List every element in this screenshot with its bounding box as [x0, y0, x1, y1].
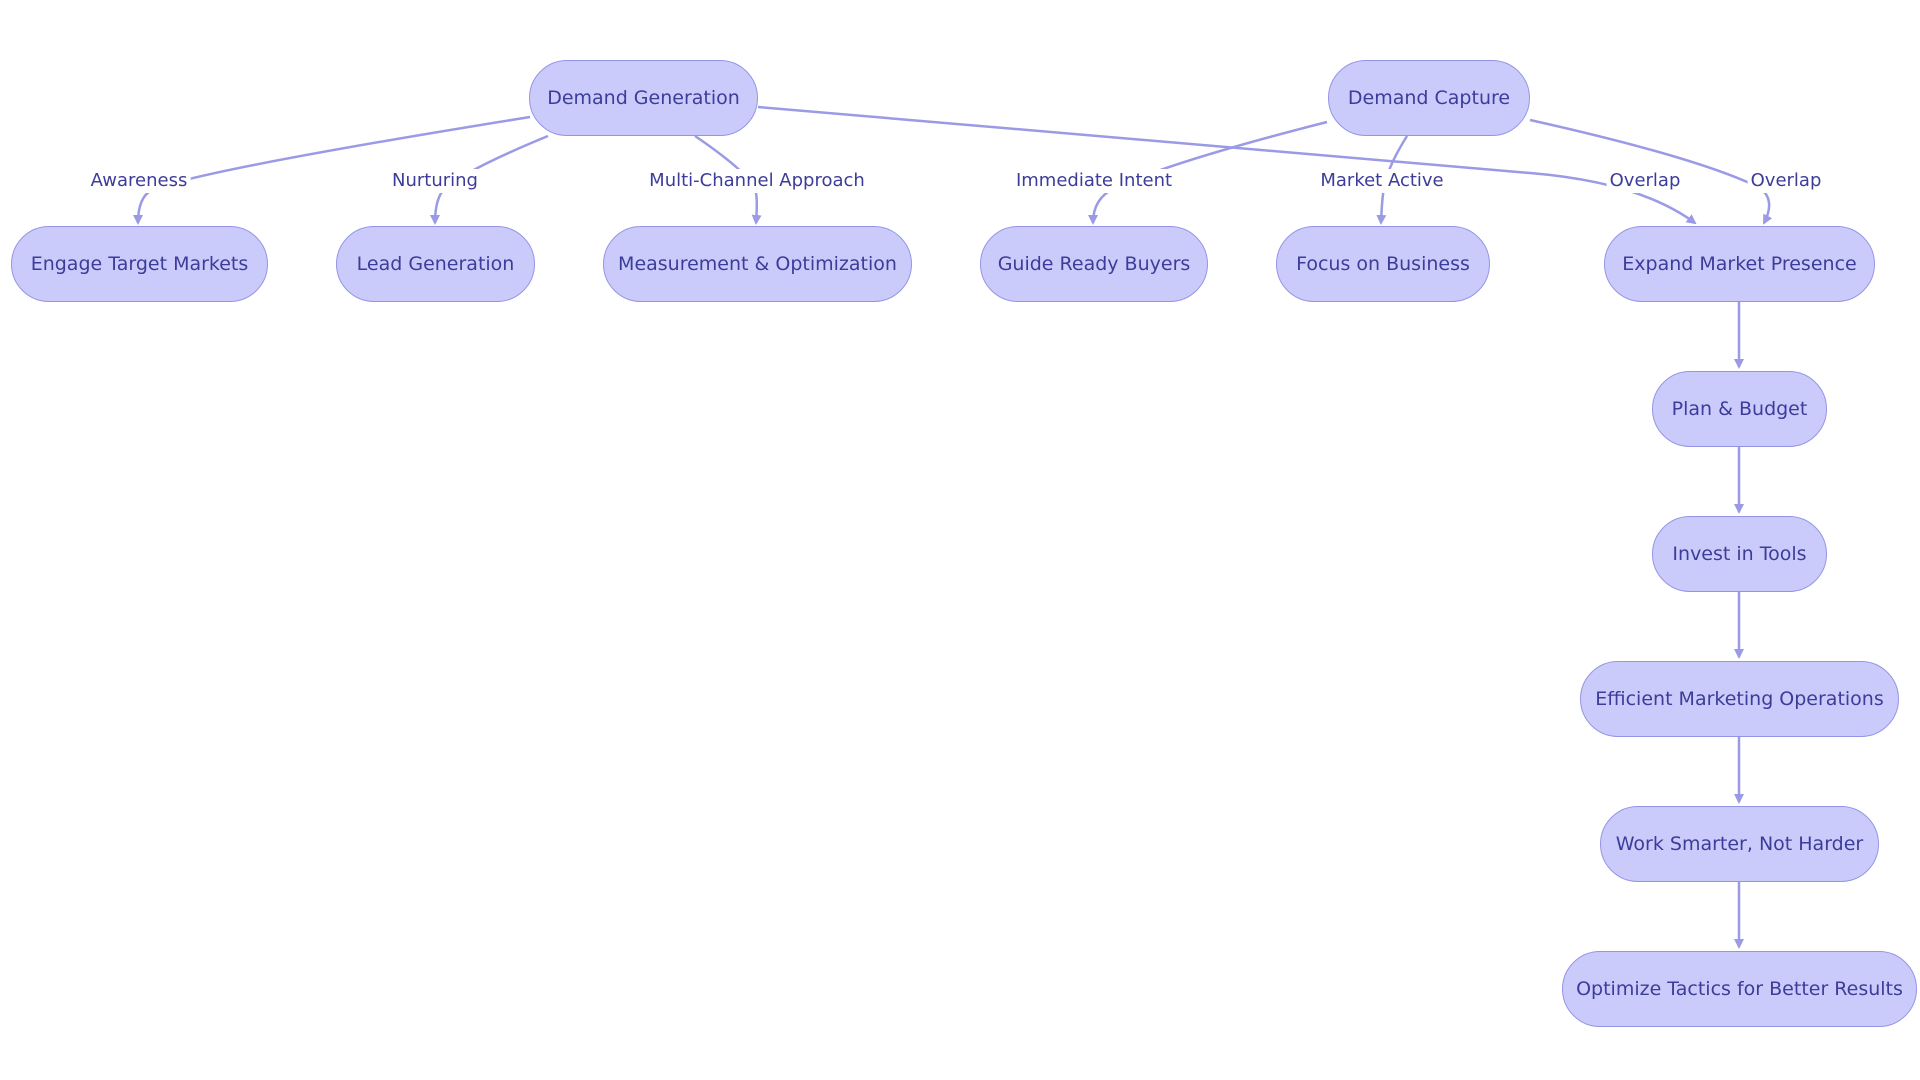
- edge-demand-generation-to-engage-target-markets: [133, 115, 531, 225]
- edge-label-nurturing: Nurturing: [389, 169, 481, 193]
- node-optimize-tactics-for-better-results[interactable]: Optimize Tactics for Better Results: [1562, 951, 1917, 1027]
- edge-label-awareness: Awareness: [87, 169, 191, 193]
- node-measurement-optimization[interactable]: Measurement & Optimization: [603, 226, 912, 302]
- node-engage-target-markets[interactable]: Engage Target Markets: [11, 226, 268, 302]
- edge-label-multi-channel-approach: Multi-Channel Approach: [646, 169, 868, 193]
- edge-label-market-active: Market Active: [1317, 169, 1447, 193]
- node-lead-generation[interactable]: Lead Generation: [336, 226, 535, 302]
- node-invest-in-tools[interactable]: Invest in Tools: [1652, 516, 1827, 592]
- node-expand-market-presence[interactable]: Expand Market Presence: [1604, 226, 1875, 302]
- edge-label-overlap-capture: Overlap: [1747, 169, 1825, 193]
- node-focus-on-business[interactable]: Focus on Business: [1276, 226, 1490, 302]
- edge-label-immediate-intent: Immediate Intent: [1012, 169, 1176, 193]
- node-work-smarter-not-harder[interactable]: Work Smarter, Not Harder: [1600, 806, 1879, 882]
- edge-label-overlap-generation: Overlap: [1606, 169, 1684, 193]
- node-demand-capture[interactable]: Demand Capture: [1328, 60, 1530, 136]
- node-guide-ready-buyers[interactable]: Guide Ready Buyers: [980, 226, 1208, 302]
- node-plan-budget[interactable]: Plan & Budget: [1652, 371, 1827, 447]
- edge-demand-capture-to-expand-market-presence: [1529, 118, 1773, 225]
- node-efficient-marketing-operations[interactable]: Efficient Marketing Operations: [1580, 661, 1899, 737]
- node-demand-generation[interactable]: Demand Generation: [529, 60, 758, 136]
